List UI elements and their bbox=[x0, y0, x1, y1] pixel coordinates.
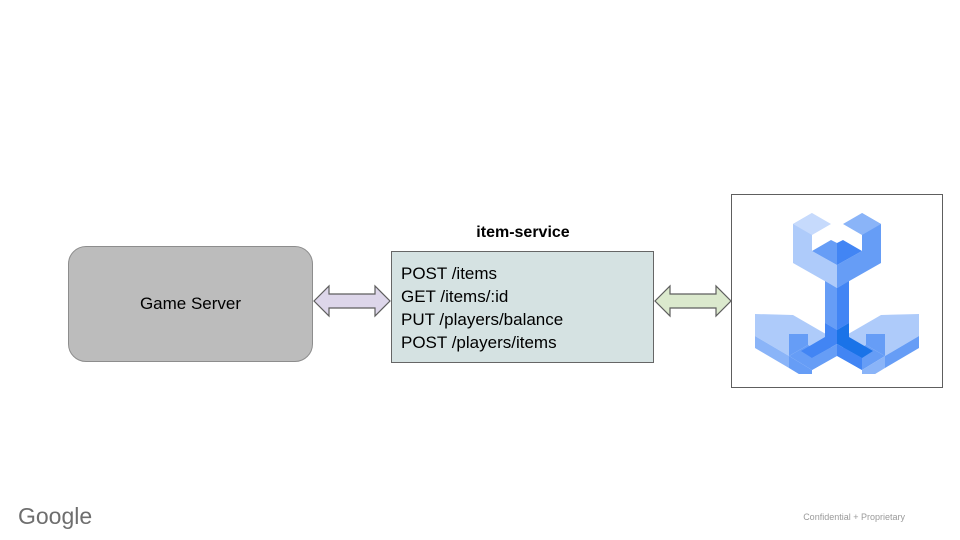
game-server-label: Game Server bbox=[139, 293, 242, 313]
item-service-node[interactable]: POST /items GET /items/:id PUT /players/… bbox=[391, 251, 654, 363]
double-headed-arrow-icon bbox=[654, 284, 732, 318]
double-headed-arrow-icon bbox=[313, 284, 391, 318]
endpoint-row: POST /players/items bbox=[401, 333, 557, 352]
backend-logo-frame bbox=[731, 194, 943, 388]
endpoint-row: GET /items/:id bbox=[401, 287, 509, 306]
endpoint-row: PUT /players/balance bbox=[401, 310, 564, 329]
confidentiality-note: Confidential + Proprietary bbox=[803, 512, 905, 522]
connector-game-server-to-item-service[interactable] bbox=[313, 282, 391, 320]
item-service-title: item-service bbox=[476, 224, 570, 241]
connector-item-service-to-backend[interactable] bbox=[654, 282, 732, 320]
endpoint-row: POST /items bbox=[401, 264, 498, 283]
game-server-node[interactable]: Game Server bbox=[68, 246, 313, 362]
three-pronged-wrench-icon bbox=[755, 213, 919, 374]
google-wordmark: Google bbox=[18, 503, 93, 529]
